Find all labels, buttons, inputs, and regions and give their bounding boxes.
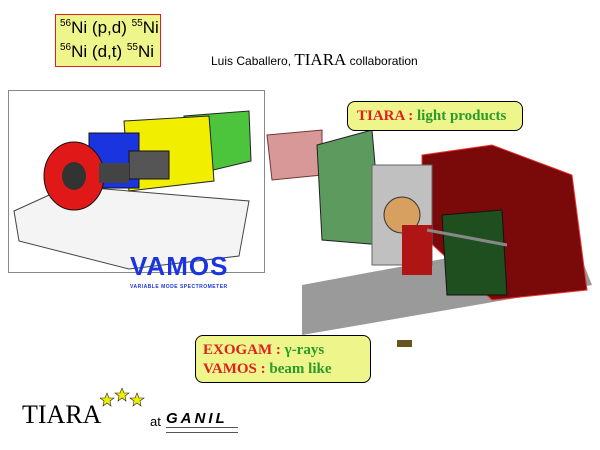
tiara-logo-text: TIARA — [22, 400, 102, 429]
ganil-logo: GANIL — [166, 410, 238, 433]
vamos-logo-subtitle: VARIABLE MODE SPECTROMETER — [130, 284, 228, 290]
reaction-formula-box: 56Ni (p,d) 55Ni 56Ni (d,t) 55Ni — [55, 14, 161, 67]
tiara-callout: TIARA : light products — [347, 101, 523, 131]
vamos-logo: VAMOS VARIABLE MODE SPECTROMETER — [130, 250, 252, 292]
stars-icon — [100, 388, 145, 407]
tiara-exogam-setup-illustration — [266, 129, 592, 347]
at-text: at — [150, 414, 161, 429]
author-line: Luis Caballero, TIARA collaboration — [211, 50, 418, 69]
vamos-drawing — [8, 90, 265, 273]
ganil-logo-underline — [166, 427, 238, 433]
exogam-vamos-callout: EXOGAM : γ-rays VAMOS : beam like — [195, 335, 371, 383]
formula-line-2: 56Ni (d,t) 55Ni — [60, 42, 155, 61]
vamos-logo-title: VAMOS — [130, 251, 229, 281]
vamos-spectrometer-illustration — [13, 110, 252, 270]
formula-line-1: 56Ni (p,d) 55Ni — [60, 18, 159, 37]
